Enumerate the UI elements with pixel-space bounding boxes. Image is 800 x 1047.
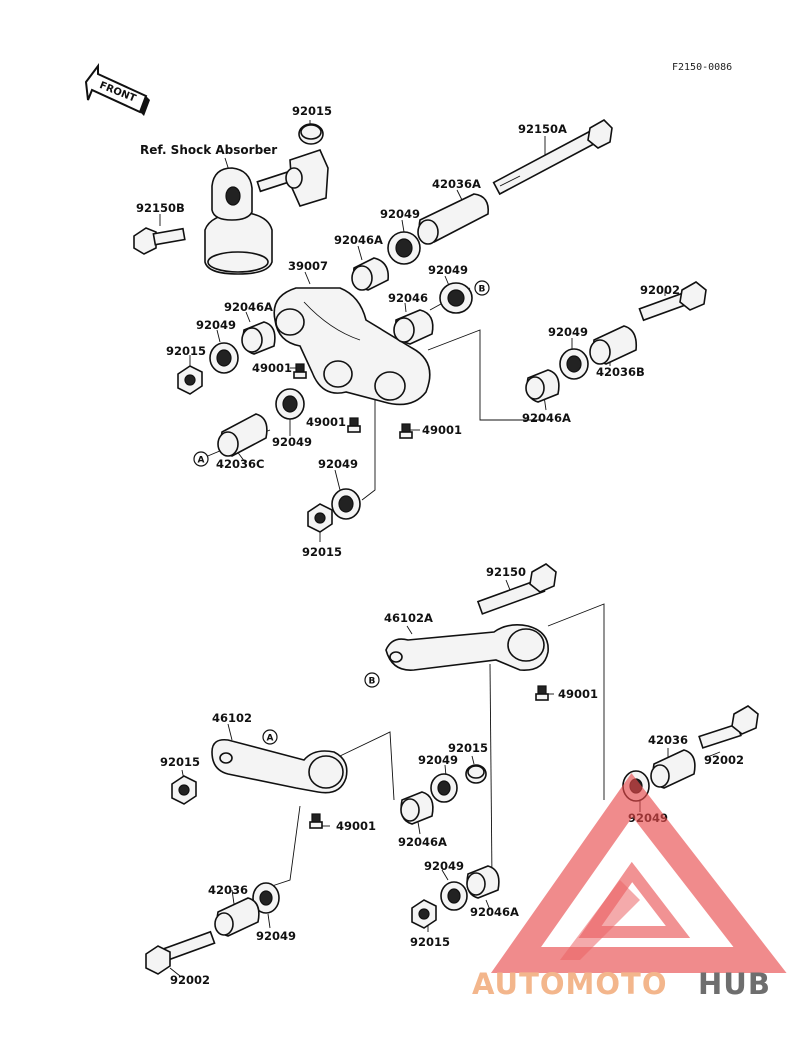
- ref-circle-b-bottom: B: [364, 672, 380, 688]
- label-49001: 49001: [558, 687, 598, 701]
- watermark-text-automoto: AUTOMOTO: [472, 967, 667, 1001]
- watermark-logo-icon: [490, 773, 787, 973]
- shock-absorber: [204, 149, 329, 275]
- sleeve-42036A: [417, 193, 490, 245]
- label-92046A: 92046A: [224, 300, 273, 314]
- bearing-92046A-b: [241, 321, 276, 355]
- washer-92049-g: [430, 773, 458, 803]
- label-92046A: 92046A: [470, 905, 519, 919]
- svg-text:B: B: [479, 285, 486, 295]
- washer-92049-j: [252, 882, 280, 914]
- label-92049: 92049: [428, 263, 468, 277]
- label-49001: 49001: [422, 423, 462, 437]
- tie-rod-46102A: [385, 624, 549, 671]
- sleeve-42036B: [589, 325, 638, 365]
- label-49001: 49001: [252, 361, 292, 375]
- label-49001: 49001: [306, 415, 346, 429]
- ref-circle-a-bottom: A: [262, 729, 278, 745]
- washer-92049-c: [209, 342, 239, 374]
- washer-92049-f: [331, 488, 361, 520]
- leader-lines-bottom: [169, 579, 721, 977]
- label-92049: 92049: [318, 457, 358, 471]
- sleeve-42036: [650, 749, 696, 789]
- bearing-92046A-c: [525, 369, 560, 403]
- label-42036: 42036: [208, 883, 248, 897]
- bolt-92150B: [133, 227, 186, 255]
- label-92049: 92049: [548, 325, 588, 339]
- bearing-92046A-a: [351, 257, 390, 291]
- bolt-92150A: [492, 119, 613, 196]
- ref-circle-b-top: B: [474, 280, 490, 296]
- label-92015: 92015: [302, 545, 342, 559]
- label-42036A: 42036A: [432, 177, 481, 191]
- label-92015: 92015: [160, 755, 200, 769]
- grease-nipple-49001-b: [347, 417, 361, 433]
- bolt-92002-a: [638, 281, 707, 322]
- diagram-code: F2150-0086: [672, 62, 732, 73]
- nut-92015-c: [307, 503, 333, 533]
- tie-rod-46102: [211, 738, 348, 794]
- label-92046A: 92046A: [398, 835, 447, 849]
- grease-nipple-49001-d: [535, 685, 549, 701]
- bearing-92046A-d: [400, 791, 434, 825]
- sleeve-42036-b: [214, 897, 260, 937]
- label-46102: 46102: [212, 711, 252, 725]
- label-92049: 92049: [424, 859, 464, 873]
- label-46102A: 46102A: [384, 611, 433, 625]
- label-92046A: 92046A: [334, 233, 383, 247]
- label-42036: 42036: [648, 733, 688, 747]
- label-92049: 92049: [196, 318, 236, 332]
- washer-92049-b: [439, 282, 473, 314]
- bolt-92150: [476, 563, 557, 615]
- label-92049: 92049: [272, 435, 312, 449]
- label-92046: 92046: [388, 291, 428, 305]
- nut-92015-top: [298, 123, 324, 145]
- watermark-text-hub: HUB: [698, 967, 771, 1001]
- label-92049: 92049: [418, 753, 458, 767]
- washer-92049-e: [275, 388, 305, 420]
- bolt-92002-b: [698, 705, 759, 749]
- nut-92015-b: [177, 365, 203, 395]
- grease-nipple-49001-c: [399, 423, 413, 439]
- label-92015: 92015: [410, 935, 450, 949]
- grease-nipple-49001-e: [309, 813, 323, 829]
- label-39007: 39007: [288, 259, 328, 273]
- ref-circle-a-top: A: [193, 451, 209, 467]
- label-92049: 92049: [380, 207, 420, 221]
- label-42036C: 42036C: [216, 457, 264, 471]
- nut-92015-f: [411, 899, 437, 929]
- rocker-arm-39007: [273, 287, 431, 406]
- label-49001: 49001: [336, 819, 376, 833]
- label-92150B: 92150B: [136, 201, 185, 215]
- ref-shock-absorber-label: Ref. Shock Absorber: [140, 143, 277, 157]
- label-42036B: 42036B: [596, 365, 645, 379]
- bolt-92002-c: [145, 930, 216, 975]
- washer-92049-a: [387, 231, 421, 265]
- svg-text:B: B: [369, 677, 376, 687]
- label-92015: 92015: [292, 104, 332, 118]
- label-92015: 92015: [166, 344, 206, 358]
- label-92002: 92002: [640, 283, 680, 297]
- nut-92015-d: [171, 775, 197, 805]
- washer-92049-d: [559, 348, 589, 380]
- grease-nipple-49001-a: [293, 363, 307, 379]
- svg-text:A: A: [267, 734, 274, 744]
- nut-92015-e: [465, 764, 487, 784]
- svg-text:A: A: [198, 456, 205, 466]
- label-92015: 92015: [448, 741, 488, 755]
- label-92046A: 92046A: [522, 411, 571, 425]
- label-92002: 92002: [704, 753, 744, 767]
- label-92150: 92150: [486, 565, 526, 579]
- front-arrow-icon: FRONT: [84, 63, 150, 116]
- label-92049: 92049: [256, 929, 296, 943]
- washer-92049-i: [440, 881, 468, 911]
- label-92002: 92002: [170, 973, 210, 987]
- label-92150A: 92150A: [518, 122, 567, 136]
- bearing-92046A-e: [466, 865, 500, 899]
- sleeve-42036C: [217, 413, 268, 457]
- bearing-92046: [393, 309, 434, 345]
